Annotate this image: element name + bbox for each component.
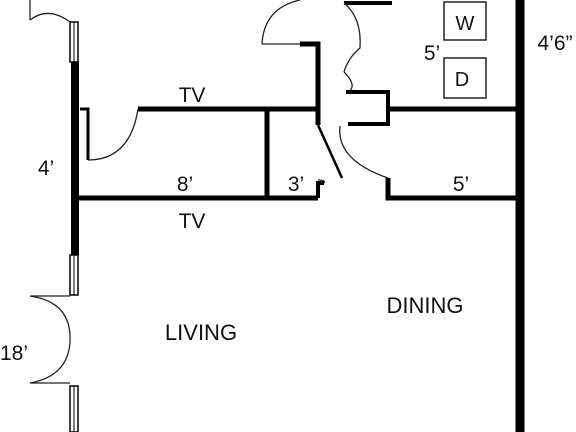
door-swing-closet-right	[339, 125, 389, 179]
room-labels: LIVING DINING	[165, 293, 464, 345]
door-swing-laundry-upper	[343, 2, 361, 73]
laundry-left-stub	[346, 90, 390, 126]
hall-upper-wall	[300, 41, 321, 125]
windows	[69, 21, 79, 432]
walls	[71, 0, 525, 432]
door-swing-laundry-mid	[343, 71, 353, 93]
washer-label: W	[456, 13, 475, 35]
angled-closet-door	[316, 124, 344, 179]
door-swing-living-left	[29, 295, 71, 384]
door-swing-upper-closet	[87, 108, 139, 161]
label-dim-4ft: 4’	[38, 157, 54, 180]
door-swings	[29, 0, 389, 384]
room-label-living: LIVING	[165, 320, 237, 345]
dryer-box	[443, 57, 487, 99]
label-tv-upper: TV	[179, 84, 206, 107]
laundry-appliances: W D	[443, 1, 487, 99]
label-tv-lower: TV	[179, 210, 206, 233]
closet-left-stub	[80, 107, 90, 160]
dryer-label: D	[455, 69, 469, 91]
lower-right-hall-wall	[385, 178, 518, 201]
washer-box	[443, 1, 487, 41]
label-dim-8ft: 8’	[177, 173, 193, 196]
label-dim-18ft: 18’	[0, 342, 28, 365]
label-dim-4ft6in: 4’6”	[537, 32, 572, 55]
door-swing-top-left	[29, 12, 71, 23]
dimension-labels: TV TV 4’ 8’ 3’ 5’ 5’ 4’6” 18’	[0, 32, 573, 365]
label-dim-5ft-laundry: 5’	[424, 42, 440, 65]
label-dim-3ft: 3’	[288, 173, 304, 196]
door-swing-hall-top	[261, 0, 301, 45]
label-dim-5ft-hall: 5’	[453, 173, 469, 196]
closet-right-jamb	[316, 181, 324, 198]
room-label-dining: DINING	[387, 293, 464, 318]
